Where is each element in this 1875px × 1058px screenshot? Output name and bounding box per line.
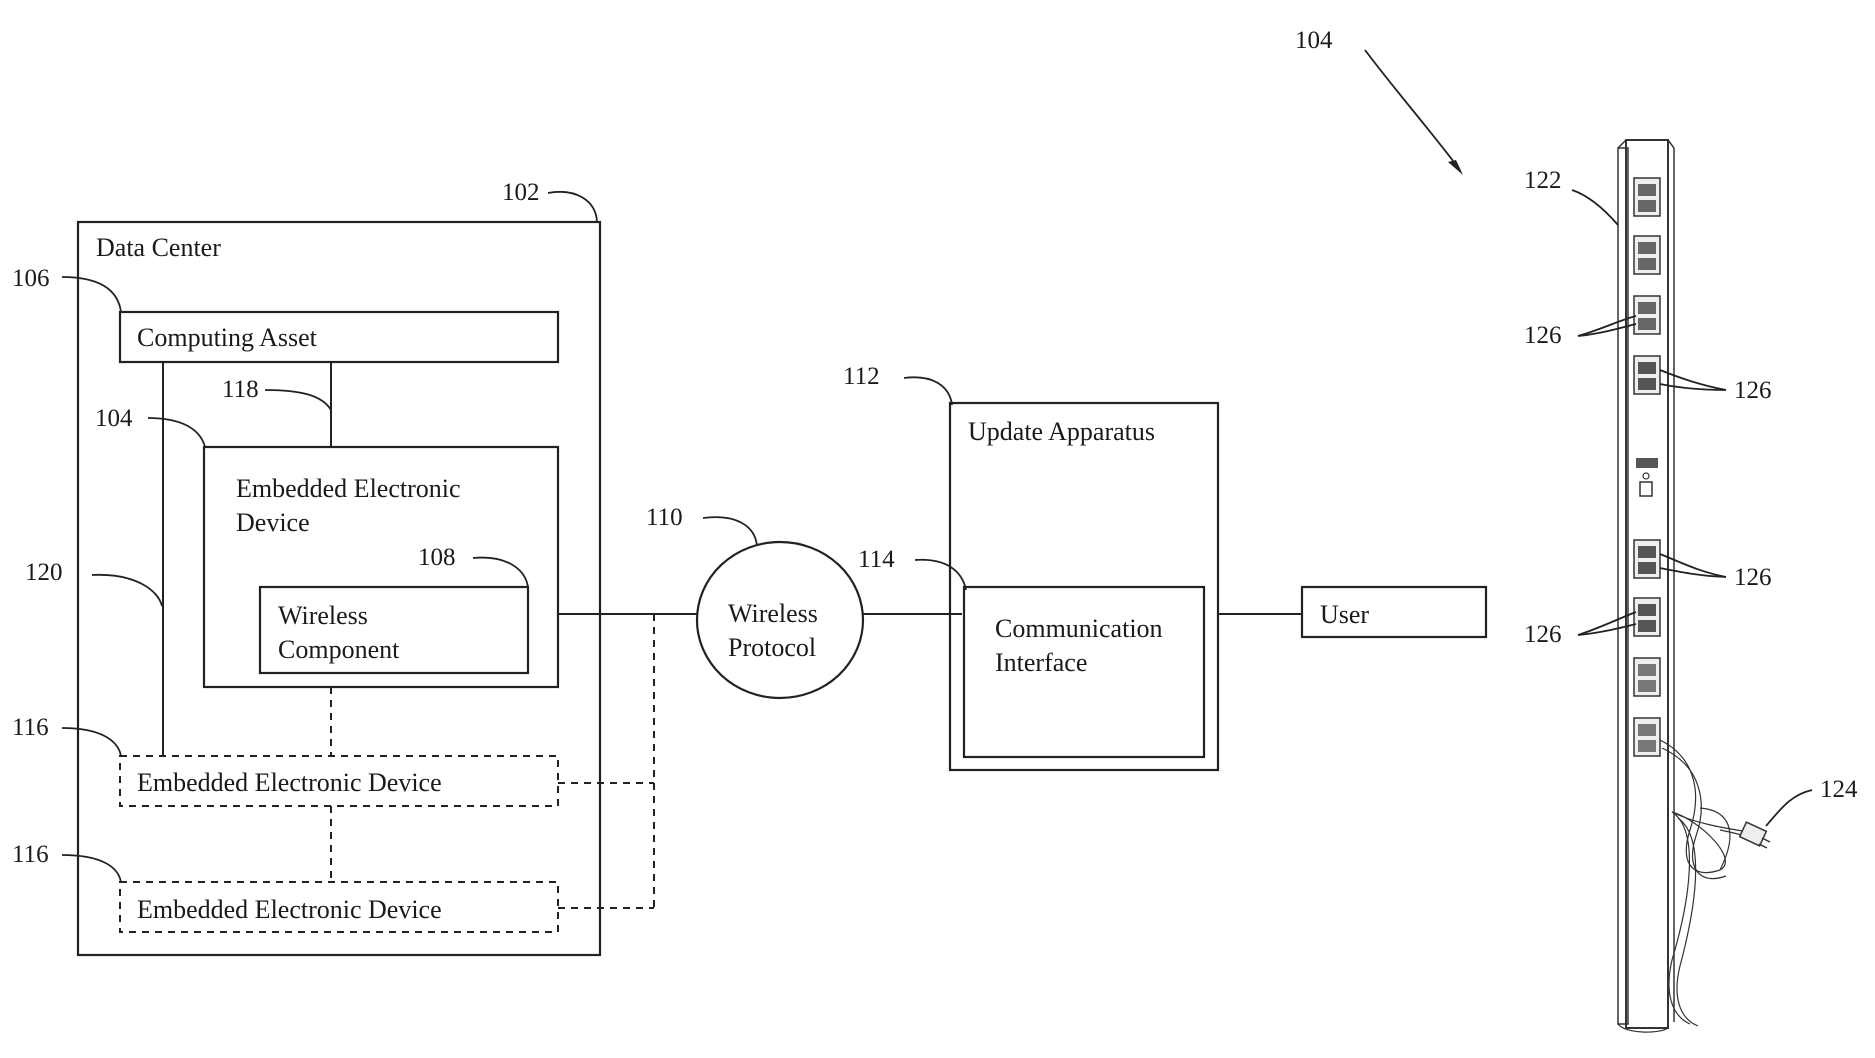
ref-120: 120 — [25, 559, 63, 586]
ref-114: 114 — [858, 546, 895, 573]
ref-104-top: 104 — [1295, 27, 1333, 54]
ref-122: 122 — [1524, 167, 1562, 194]
embedded-device-dashed-label-2: Embedded Electronic Device — [137, 895, 442, 924]
leader-114 — [915, 560, 966, 590]
ref-126-b: 126 — [1734, 377, 1772, 404]
outlet-7 — [1634, 658, 1660, 696]
data-center-label: Data Center — [96, 233, 221, 262]
outlet-5 — [1634, 540, 1660, 578]
wireless-protocol-label-line1: Wireless — [728, 599, 818, 628]
embedded-device-dashed-label-1: Embedded Electronic Device — [137, 768, 442, 797]
leader-120 — [92, 575, 162, 606]
leader-116-b — [62, 855, 121, 882]
embedded-device-label-line2: Device — [236, 508, 310, 537]
leader-126-c-2 — [1660, 568, 1726, 577]
ref-118: 118 — [222, 376, 259, 403]
embedded-device-label-line1: Embedded Electronic — [236, 474, 461, 503]
update-apparatus-label: Update Apparatus — [968, 417, 1155, 446]
control-module — [1636, 458, 1658, 496]
ref-126-a: 126 — [1524, 322, 1562, 349]
outlet-2 — [1634, 236, 1660, 274]
leader-122 — [1572, 190, 1618, 225]
leader-116-a — [62, 728, 121, 756]
ref-116-a: 116 — [12, 714, 49, 741]
ref-106: 106 — [12, 265, 50, 292]
arrow-104-head — [1448, 160, 1463, 175]
communication-interface-label-line1: Communication — [995, 614, 1163, 643]
ref-108: 108 — [418, 544, 456, 571]
ref-126-c: 126 — [1734, 564, 1772, 591]
outlet-8 — [1634, 718, 1660, 756]
leader-104-left — [148, 418, 205, 447]
leader-124 — [1766, 790, 1812, 826]
outlet-6 — [1634, 598, 1660, 636]
leader-106 — [62, 277, 121, 312]
outlet-1 — [1634, 178, 1660, 216]
leader-126-b-1 — [1660, 370, 1726, 390]
ref-110: 110 — [646, 504, 683, 531]
ref-124: 124 — [1820, 776, 1858, 803]
wireless-protocol-label-line2: Protocol — [728, 633, 816, 662]
communication-interface-label-line2: Interface — [995, 648, 1087, 677]
outlet-4 — [1634, 356, 1660, 394]
leader-118 — [265, 390, 331, 410]
wireless-component-label-line1: Wireless — [278, 601, 368, 630]
ref-116-b: 116 — [12, 841, 49, 868]
ref-112: 112 — [843, 363, 880, 390]
user-label: User — [1320, 600, 1369, 629]
ref-126-d: 126 — [1524, 621, 1562, 648]
cord-plug — [1740, 822, 1770, 848]
leader-102 — [548, 192, 597, 222]
leader-110 — [703, 517, 757, 546]
outlets-group — [1634, 178, 1660, 756]
leader-112 — [904, 377, 952, 405]
ref-102: 102 — [502, 179, 540, 206]
computing-asset-label: Computing Asset — [137, 323, 318, 352]
wireless-component-label-line2: Component — [278, 635, 400, 664]
power-cord — [1660, 740, 1770, 1026]
leader-108 — [473, 558, 528, 587]
ref-104-left: 104 — [95, 405, 133, 432]
outlet-3 — [1634, 296, 1660, 334]
arrow-104-shaft — [1365, 50, 1460, 170]
